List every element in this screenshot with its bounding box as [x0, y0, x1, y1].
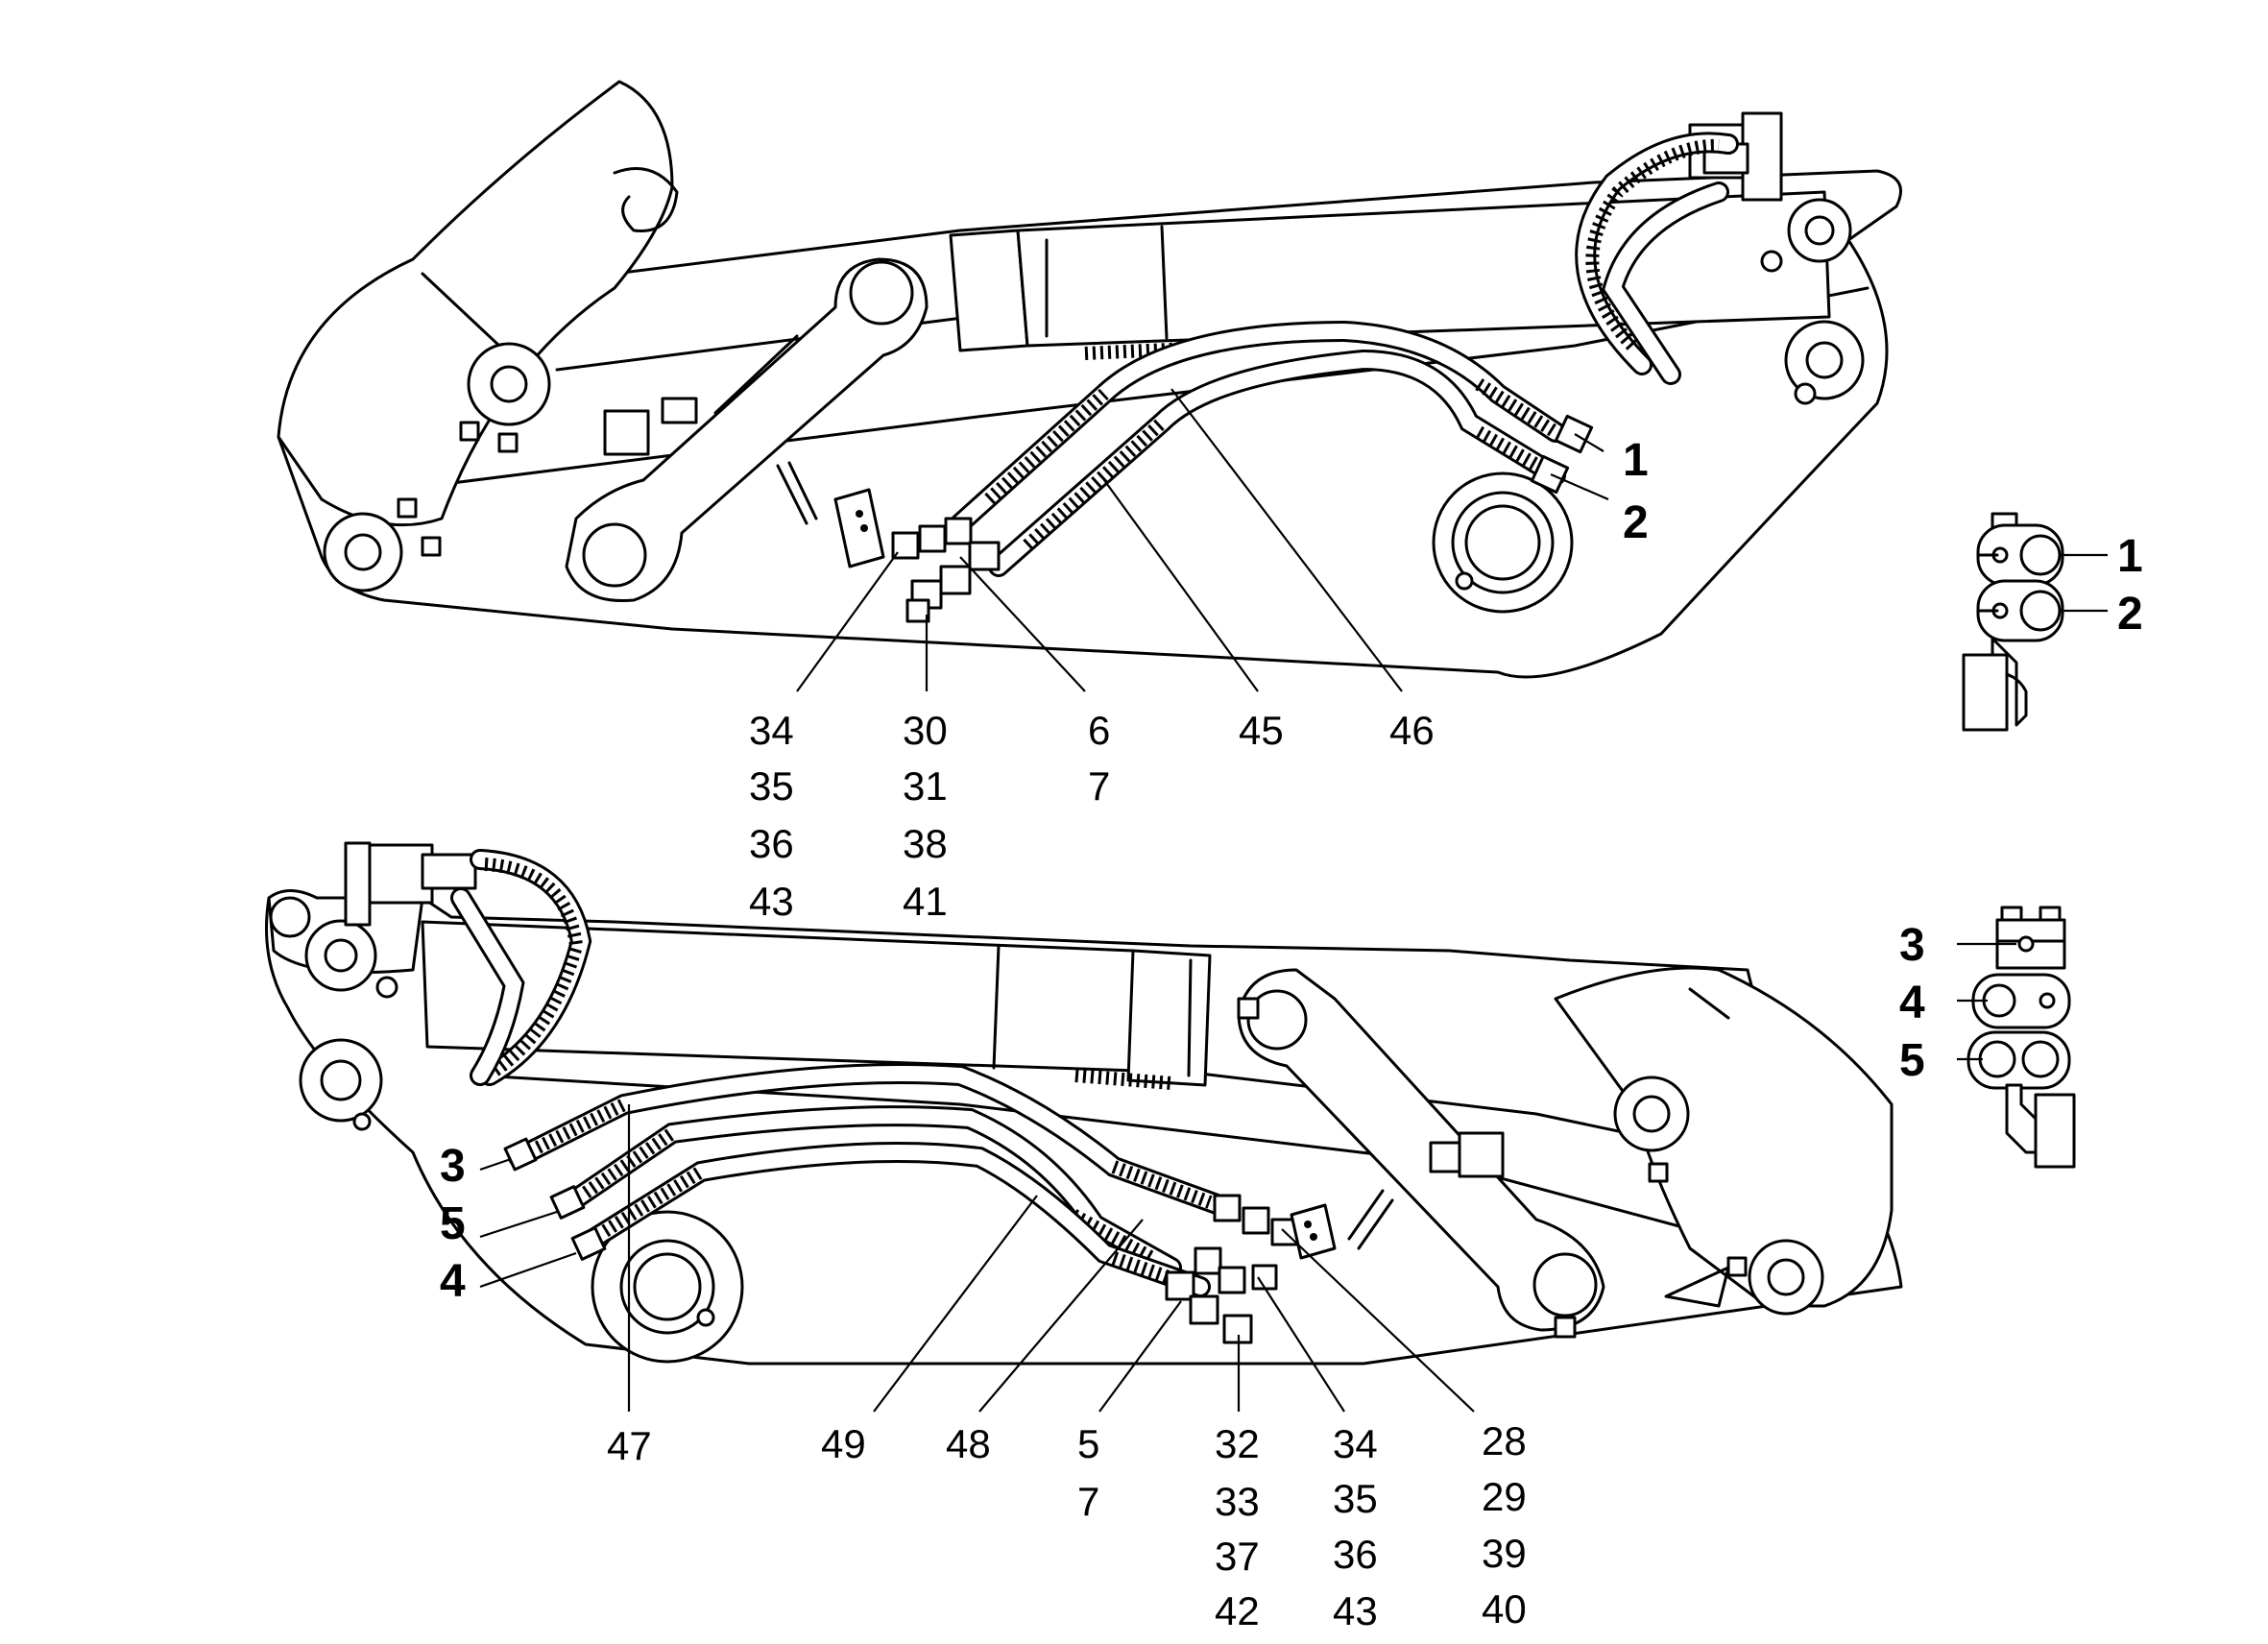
top-cylinder — [949, 229, 1029, 352]
bottom-label-47: 47 — [607, 1423, 652, 1468]
detail-bottom-label-4: 4 — [1899, 978, 1925, 1028]
top-label-46: 46 — [1389, 708, 1435, 753]
detail-top-label-1: 1 — [2117, 531, 2143, 582]
bottom-label-34: 34 — [1333, 1421, 1378, 1466]
bottom-label-5: 5 — [1077, 1421, 1099, 1466]
top-label-41: 41 — [903, 879, 948, 924]
bottom-label-40: 40 — [1482, 1586, 1527, 1632]
detail-clamp-1-2: 1 2 — [1962, 512, 2143, 732]
bottom-label-29: 29 — [1482, 1474, 1527, 1519]
bottom-callout-3: 3 — [440, 1141, 466, 1192]
top-label-35: 35 — [749, 763, 794, 809]
detail-bottom-label-3: 3 — [1899, 920, 1925, 971]
bottom-label-39: 39 — [1482, 1531, 1527, 1576]
top-label-34: 34 — [749, 708, 794, 753]
top-label-7: 7 — [1088, 763, 1110, 809]
top-label-38: 38 — [903, 821, 948, 866]
detail-bottom-label-5: 5 — [1899, 1035, 1925, 1086]
top-label-45: 45 — [1239, 708, 1284, 753]
bottom-label-32: 32 — [1215, 1421, 1260, 1466]
top-bucket — [277, 80, 674, 527]
bottom-label-28: 28 — [1482, 1418, 1527, 1463]
top-link-arm — [565, 257, 929, 603]
detail-top-label-2: 2 — [2117, 589, 2143, 640]
top-labels: 1 2 34 35 36 43 30 31 38 41 6 7 45 46 — [749, 435, 1649, 924]
bottom-label-49: 49 — [821, 1421, 866, 1466]
top-label-30: 30 — [903, 708, 948, 753]
bottom-label-36: 36 — [1333, 1532, 1378, 1577]
top-label-31: 31 — [903, 763, 948, 809]
bottom-labels: 3 5 4 47 49 48 5 7 32 33 37 42 34 35 36 … — [440, 1141, 1527, 1633]
detail-clamp-3-4-5: 3 4 5 — [1899, 906, 2076, 1169]
bottom-label-48: 48 — [946, 1421, 991, 1466]
bottom-label-7: 7 — [1077, 1479, 1099, 1524]
top-callout-2: 2 — [1623, 497, 1649, 548]
top-label-6: 6 — [1088, 708, 1110, 753]
bottom-label-33: 33 — [1215, 1479, 1260, 1524]
top-callout-1: 1 — [1623, 435, 1649, 486]
top-boom-assembly — [277, 80, 1902, 679]
bottom-label-42: 42 — [1215, 1588, 1260, 1633]
bottom-label-37: 37 — [1215, 1534, 1260, 1579]
bottom-bucket — [1554, 966, 1894, 1308]
bottom-link-arm — [1237, 968, 1605, 1332]
bottom-label-35: 35 — [1333, 1476, 1378, 1521]
bottom-boom-assembly — [265, 841, 1903, 1366]
top-label-43: 43 — [749, 879, 794, 924]
bottom-leaders — [479, 1104, 1475, 1413]
bottom-callout-5: 5 — [440, 1198, 466, 1249]
bottom-callout-4: 4 — [440, 1256, 466, 1307]
bottom-label-43: 43 — [1333, 1588, 1378, 1633]
top-label-36: 36 — [749, 821, 794, 866]
top-leaders — [796, 388, 1609, 692]
